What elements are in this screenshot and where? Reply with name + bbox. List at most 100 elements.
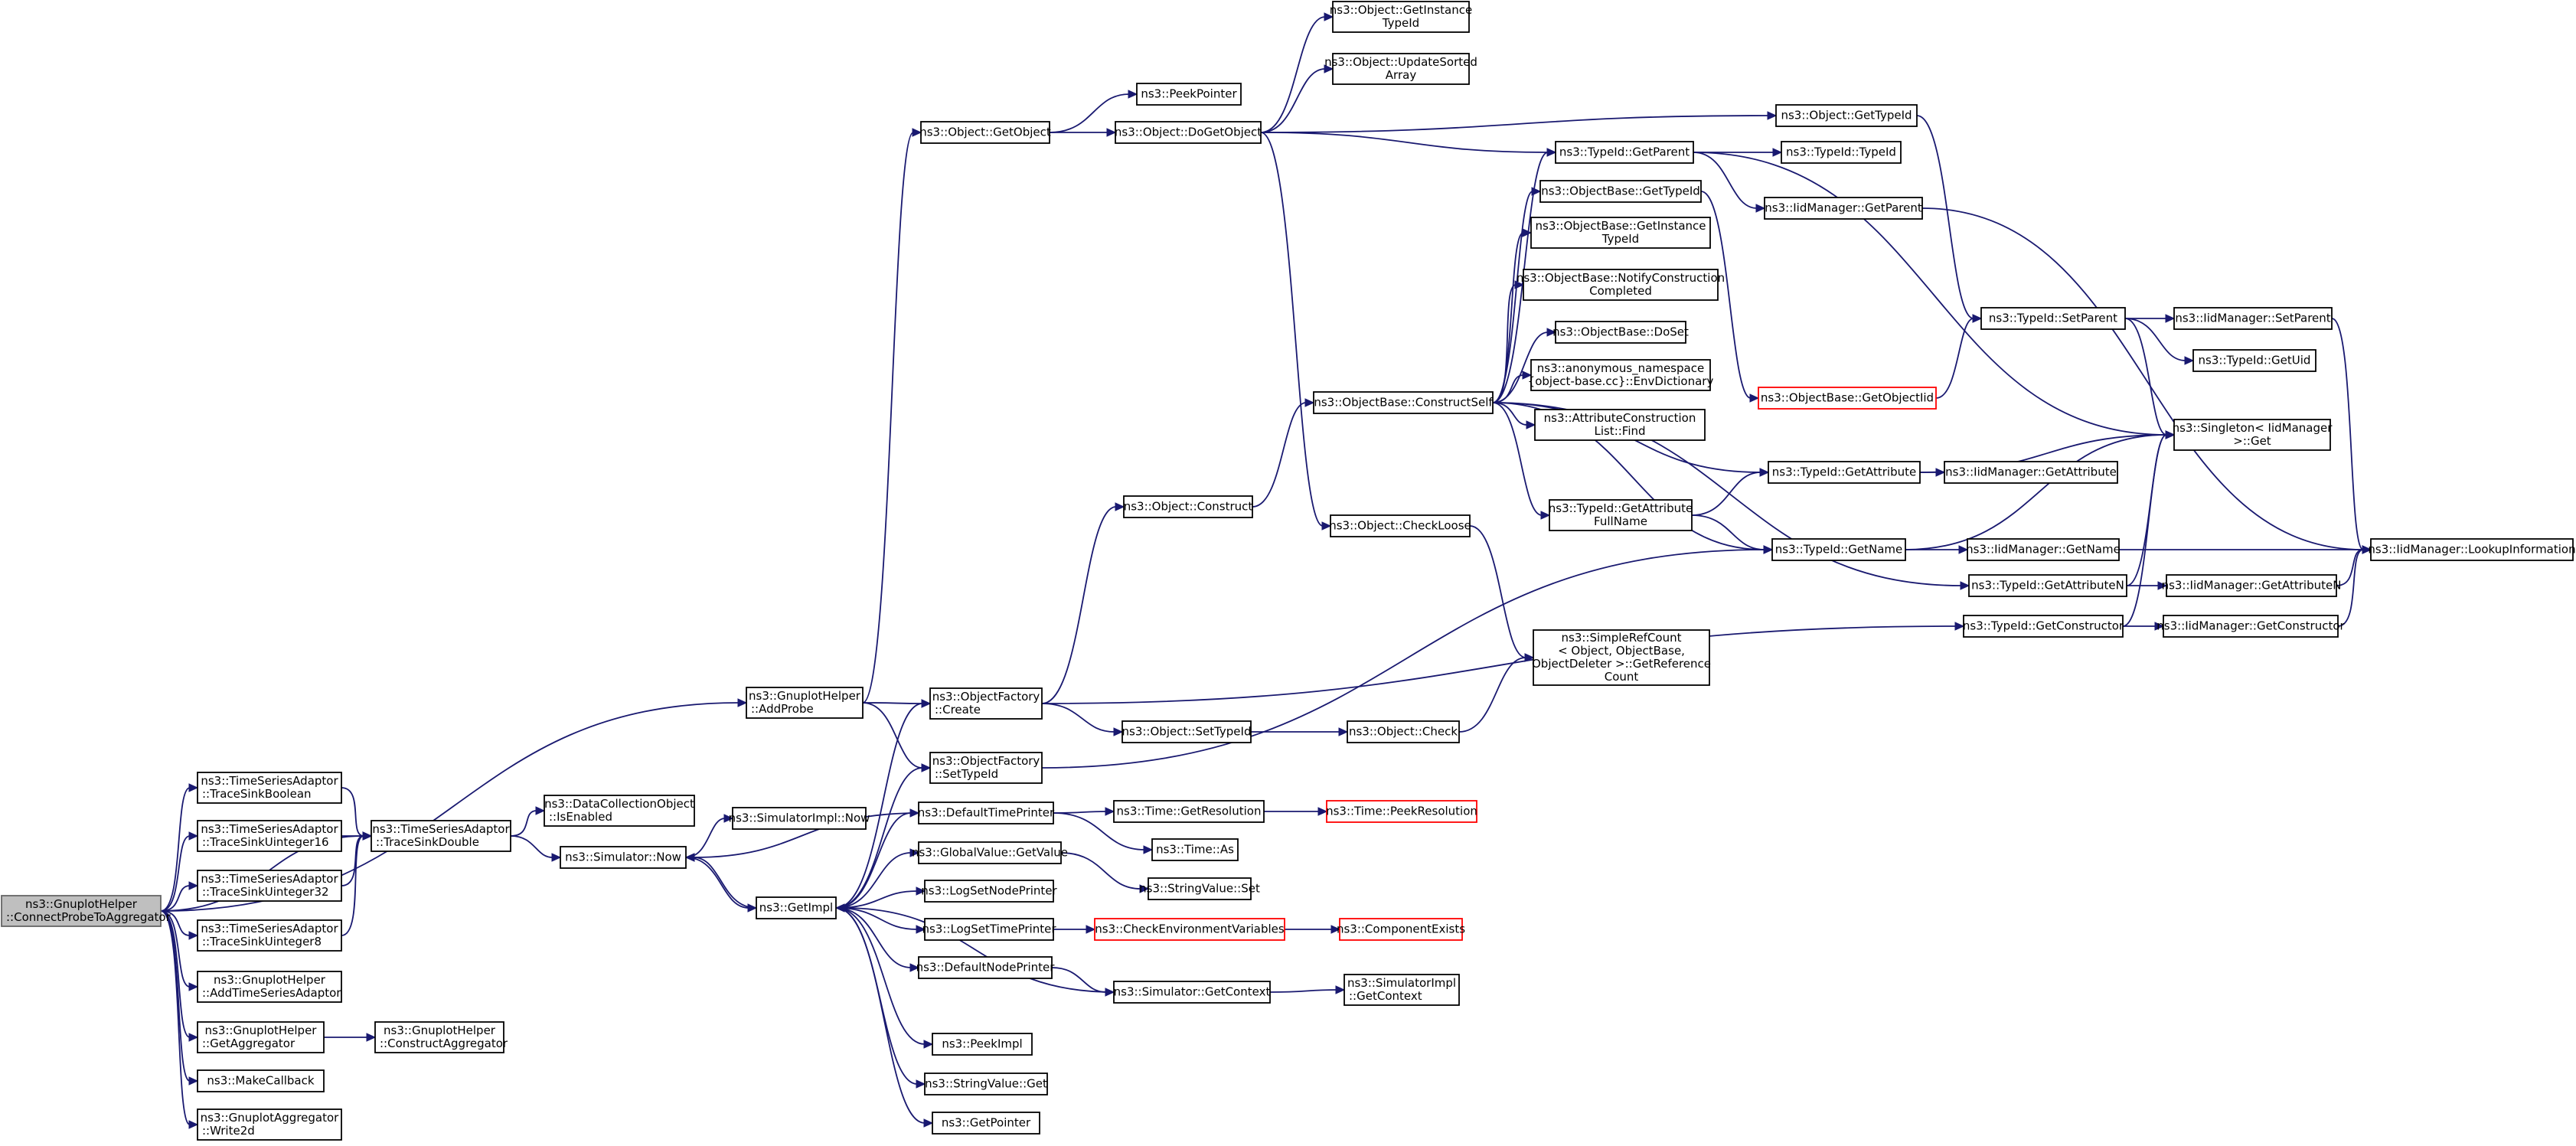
node-sim-impl-get-context[interactable]: ns3::SimulatorImpl::GetContext xyxy=(1344,974,1460,1006)
arrowhead xyxy=(2165,430,2176,439)
node-do-get-object[interactable]: ns3::Object::DoGetObject xyxy=(1115,121,1262,144)
node-singleton-get[interactable]: ns3::Singleton< IidManager>::Get xyxy=(2173,419,2333,451)
node-iid-get-attr[interactable]: ns3::IidManager::GetAttribute xyxy=(1944,461,2118,484)
node-check-env[interactable]: ns3::CheckEnvironmentVariables xyxy=(1094,918,1285,941)
node-label: ns3::IidManager::GetParent xyxy=(1765,201,1922,215)
node-ob-get-object-iid[interactable]: ns3::ObjectBase::GetObjectIid xyxy=(1758,387,1937,410)
node-ob-notify[interactable]: ns3::ObjectBase::NotifyConstructionCompl… xyxy=(1517,269,1725,301)
node-def-time-printer[interactable]: ns3::DefaultTimePrinter xyxy=(918,802,1055,824)
node-ob-construct-self[interactable]: ns3::ObjectBase::ConstructSelf xyxy=(1313,391,1494,414)
edge-get-impl-to-peek-impl xyxy=(835,907,926,1045)
node-ts-bool[interactable]: ns3::TimeSeriesAdaptor::TraceSinkBoolean xyxy=(197,772,342,804)
node-peek-impl[interactable]: ns3::PeekImpl xyxy=(932,1033,1033,1056)
edge-get-impl-to-of-set-type-id xyxy=(835,767,923,909)
node-box xyxy=(1539,180,1702,203)
node-iid-set-parent[interactable]: ns3::IidManager::SetParent xyxy=(2173,307,2333,330)
node-sim-now[interactable]: ns3::Simulator::Now xyxy=(560,846,687,869)
node-time-as[interactable]: ns3::Time::As xyxy=(1151,838,1239,861)
node-get-agg[interactable]: ns3::GnuplotHelper::GetAggregator xyxy=(197,1021,325,1053)
node-dco-enabled[interactable]: ns3::DataCollectionObject::IsEnabled xyxy=(544,795,695,827)
node-label: ns3::Time::PeekResolution xyxy=(1326,805,1477,818)
node-sim-impl-now[interactable]: ns3::SimulatorImpl::Now xyxy=(729,807,870,830)
node-get-pointer[interactable]: ns3::GetPointer xyxy=(932,1112,1040,1135)
arrowhead xyxy=(921,699,932,708)
node-label: ns3::TypeId::GetName xyxy=(1775,543,1902,557)
node-sim-get-context[interactable]: ns3::Simulator::GetContext xyxy=(1113,981,1271,1004)
node-obj-get-object[interactable]: ns3::Object::GetObject xyxy=(919,121,1051,144)
node-of-set-type-id[interactable]: ns3::ObjectFactory::SetTypeId xyxy=(929,752,1043,784)
node-label: ns3::StringValue::Set xyxy=(1139,882,1260,896)
node-label: Completed xyxy=(1589,284,1652,298)
node-iid-lookup[interactable]: ns3::IidManager::LookupInformation xyxy=(2368,538,2576,561)
node-box xyxy=(2370,538,2574,561)
edge-of-create-to-obj-construct xyxy=(1041,506,1117,704)
node-ts-u8[interactable]: ns3::TimeSeriesAdaptor::TraceSinkUintege… xyxy=(197,919,342,952)
node-add-tsa[interactable]: ns3::GnuplotHelper::AddTimeSeriesAdaptor xyxy=(197,971,342,1003)
node-get-impl[interactable]: ns3::GetImpl xyxy=(756,896,837,919)
node-tid-type-id[interactable]: ns3::TypeId::TypeId xyxy=(1781,141,1902,164)
node-sv-set[interactable]: ns3::StringValue::Set xyxy=(1139,877,1260,900)
node-label: ns3::TypeId::TypeId xyxy=(1786,145,1896,159)
node-sv-get[interactable]: ns3::StringValue::Get xyxy=(924,1073,1048,1095)
arrowhead xyxy=(723,814,734,823)
edge-ts-double-to-sim-now xyxy=(510,835,553,858)
edge-ts-double-to-dco-enabled xyxy=(510,810,537,837)
node-src-get-ref[interactable]: ns3::SimpleRefCount< Object, ObjectBase,… xyxy=(1532,629,1711,686)
arrowhead xyxy=(1524,653,1535,662)
node-tid-set-parent[interactable]: ns3::TypeId::SetParent xyxy=(1980,307,2126,330)
node-iid-get-ctor[interactable]: ns3::IidManager::GetConstructor xyxy=(2156,615,2346,638)
node-tid-get-uid[interactable]: ns3::TypeId::GetUid xyxy=(2192,349,2316,372)
node-construct-agg[interactable]: ns3::GnuplotHelper::ConstructAggregator xyxy=(374,1021,508,1053)
node-of-create[interactable]: ns3::ObjectFactory::Create xyxy=(929,687,1043,720)
node-tid-get-parent[interactable]: ns3::TypeId::GetParent xyxy=(1555,141,1694,164)
node-ts-u32[interactable]: ns3::TimeSeriesAdaptor::TraceSinkUintege… xyxy=(197,870,342,902)
node-tid-get-ctor[interactable]: ns3::TypeId::GetConstructor xyxy=(1963,615,2124,638)
arrowhead xyxy=(916,1079,926,1089)
node-comp-exists[interactable]: ns3::ComponentExists xyxy=(1337,918,1465,941)
node-time-peek-res[interactable]: ns3::Time::PeekResolution xyxy=(1326,800,1477,823)
node-gv-get-value[interactable]: ns3::GlobalValue::GetValue xyxy=(912,841,1068,864)
node-obj-check[interactable]: ns3::Object::Check xyxy=(1347,720,1460,743)
arrowhead xyxy=(916,925,926,934)
node-box xyxy=(1549,499,1693,531)
arrowhead xyxy=(912,128,922,137)
node-tid-get-name[interactable]: ns3::TypeId::GetName xyxy=(1771,538,1906,561)
node-ob-get-type-id[interactable]: ns3::ObjectBase::GetTypeId xyxy=(1539,180,1702,203)
node-write2d[interactable]: ns3::GnuplotAggregator::Write2d xyxy=(197,1108,342,1141)
node-label: ns3::LogSetNodePrinter xyxy=(921,884,1057,898)
node-log-set-time-printer[interactable]: ns3::LogSetTimePrinter xyxy=(922,918,1056,941)
node-env-dict[interactable]: ns3::anonymous_namespace{object-base.cc}… xyxy=(1528,359,1714,391)
node-time-get-res[interactable]: ns3::Time::GetResolution xyxy=(1113,800,1265,823)
node-def-node-printer[interactable]: ns3::DefaultNodePrinter xyxy=(916,956,1056,979)
node-tid-get-attr[interactable]: ns3::TypeId::GetAttribute xyxy=(1768,461,1921,484)
node-peek-pointer[interactable]: ns3::PeekPointer xyxy=(1136,83,1242,106)
node-ob-do-set[interactable]: ns3::ObjectBase::DoSet xyxy=(1552,321,1689,344)
node-obj-construct[interactable]: ns3::Object::Construct xyxy=(1123,495,1253,518)
arrowhead xyxy=(1317,807,1328,816)
node-label: ns3::TypeId::GetParent xyxy=(1559,145,1690,159)
edge-tid-get-parent-to-iid-get-parent xyxy=(1693,152,1758,209)
node-obj-check-loose[interactable]: ns3::Object::CheckLoose xyxy=(1329,514,1471,537)
node-make-cb[interactable]: ns3::MakeCallback xyxy=(197,1069,325,1092)
node-iid-get-attr-n[interactable]: ns3::IidManager::GetAttributeN xyxy=(2162,574,2342,597)
node-tid-get-attr-n[interactable]: ns3::TypeId::GetAttributeN xyxy=(1968,574,2127,597)
node-ts-double[interactable]: ns3::TimeSeriesAdaptor::TraceSinkDouble xyxy=(371,820,511,852)
node-ts-u16[interactable]: ns3::TimeSeriesAdaptor::TraceSinkUintege… xyxy=(197,820,342,852)
node-obj-get-type-id[interactable]: ns3::Object::GetTypeId xyxy=(1775,104,1918,127)
arrowhead xyxy=(2165,314,2176,323)
node-log-set-node-printer[interactable]: ns3::LogSetNodePrinter xyxy=(921,880,1058,903)
node-obj-set-type-id[interactable]: ns3::Object::SetTypeId xyxy=(1121,720,1252,743)
node-iid-get-name[interactable]: ns3::IidManager::GetName xyxy=(1966,538,2121,561)
node-root[interactable]: ns3::GnuplotHelper::ConnectProbeToAggreg… xyxy=(1,895,171,927)
edge-iid-get-attr-n-to-iid-lookup xyxy=(2336,549,2364,586)
arrowhead xyxy=(923,1118,934,1128)
node-add-probe[interactable]: ns3::GnuplotHelper::AddProbe xyxy=(746,687,864,719)
node-label: ns3::Object::DoGetObject xyxy=(1115,126,1262,139)
node-box xyxy=(197,820,342,852)
node-iid-get-parent[interactable]: ns3::IidManager::GetParent xyxy=(1764,197,1923,220)
